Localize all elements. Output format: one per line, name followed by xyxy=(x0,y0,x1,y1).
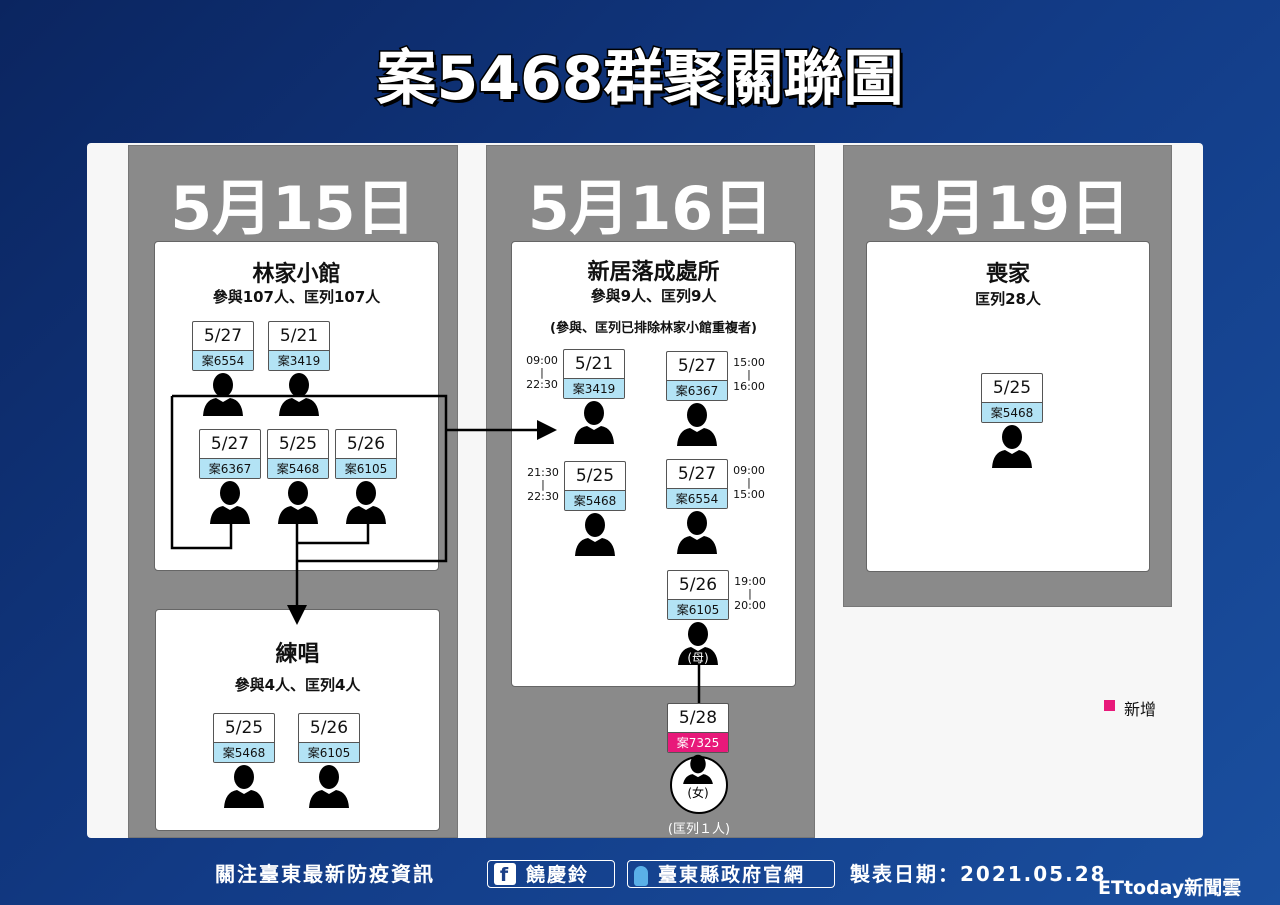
case-date: 5/27 xyxy=(677,464,717,484)
person-icon: (女) xyxy=(677,754,723,801)
case-card: 5/27 案6367 xyxy=(199,429,261,479)
case-number: 案6367 xyxy=(667,380,727,400)
case-date: 5/28 xyxy=(678,708,718,728)
person-icon xyxy=(345,480,387,524)
case-number: 案5468 xyxy=(565,490,625,510)
venue-stats: 匡列28人 xyxy=(975,290,1041,308)
case-date: 5/21 xyxy=(574,354,614,374)
group-frame-line xyxy=(170,394,448,563)
venue-name: 新居落成處所 xyxy=(587,260,720,285)
case-number: 案6105 xyxy=(668,599,728,619)
case-number: 案6105 xyxy=(336,458,396,478)
case-card: 5/26 案6105 xyxy=(335,429,397,479)
relation-tag: (母) xyxy=(687,651,709,665)
case-number: 案6554 xyxy=(193,350,253,370)
column-date: 5月15日 xyxy=(170,174,416,244)
column-date: 5月19日 xyxy=(884,174,1131,244)
case-card: 5/25 案5468 xyxy=(213,713,275,763)
case-card: 5/26 案6105 xyxy=(667,570,729,620)
legend-label: 新增 xyxy=(1124,700,1157,719)
case-number: 案7325 xyxy=(668,732,728,752)
time-range: 19:00|20:00 xyxy=(734,575,766,612)
venue-stats: 參與107人、匡列107人 xyxy=(212,288,381,306)
case-date: 5/25 xyxy=(992,378,1032,398)
case-date: 5/27 xyxy=(677,356,717,376)
relation-tag: (女) xyxy=(677,784,719,801)
case-card: 5/21 案3419 xyxy=(268,321,330,371)
person-icon xyxy=(676,510,718,554)
venue-name: 練唱 xyxy=(275,642,320,667)
case-card: 5/28 案7325 xyxy=(667,703,729,753)
case-date: 5/21 xyxy=(279,326,319,346)
case-date: 5/27 xyxy=(203,326,243,346)
footer-follow: 關注臺東最新防疫資訊 xyxy=(215,862,435,886)
case-number: 案3419 xyxy=(269,350,329,370)
case-card: 5/27 案6554 xyxy=(192,321,254,371)
person-icon xyxy=(574,512,616,556)
person-icon xyxy=(277,480,319,524)
case-card: 5/26 案6105 xyxy=(298,713,360,763)
gov-website-link[interactable]: 臺東縣政府官網 xyxy=(627,860,835,888)
case-card: 5/25 案5468 xyxy=(981,373,1043,423)
venue-name: 林家小館 xyxy=(252,262,341,287)
venue-name: 喪家 xyxy=(985,262,1030,287)
person-icon xyxy=(991,424,1033,468)
case-date: 5/25 xyxy=(278,434,318,454)
brand-logo: ETtoday新聞雲 xyxy=(1098,877,1242,899)
case-card: 5/27 案6554 xyxy=(666,459,728,509)
case-number: 案6554 xyxy=(667,488,727,508)
gov-logo-icon xyxy=(634,865,648,886)
case-card: 5/21 案3419 xyxy=(563,349,625,399)
venue-singing: 練唱 參與4人、匡列4人 xyxy=(155,609,440,831)
time-range: 09:00|22:30 xyxy=(526,354,558,391)
time-range: 09:00|15:00 xyxy=(733,464,765,501)
case-card: 5/25 案5468 xyxy=(267,429,329,479)
case-number: 案5468 xyxy=(982,402,1042,422)
person-icon xyxy=(573,400,615,444)
venue-stats: 參與4人、匡列4人 xyxy=(234,676,361,694)
person-icon xyxy=(202,372,244,416)
legend-swatch xyxy=(1104,700,1115,711)
footer-date: 製表日期：2021.05.28 xyxy=(850,862,1107,886)
case-number: 案3419 xyxy=(564,378,624,398)
case-date: 5/26 xyxy=(346,434,386,454)
case-number: 案6105 xyxy=(299,742,359,762)
case-card: 5/25 案5468 xyxy=(564,461,626,511)
case-date: 5/26 xyxy=(678,575,718,595)
case-number: 案5468 xyxy=(214,742,274,762)
person-icon xyxy=(308,764,350,808)
case-number: 案5468 xyxy=(268,458,328,478)
time-range: 15:00|16:00 xyxy=(733,356,765,393)
case-date: 5/26 xyxy=(309,718,349,738)
venue-stats: 參與9人、匡列9人 xyxy=(590,287,717,305)
case-date: 5/25 xyxy=(224,718,264,738)
person-icon: (母) xyxy=(677,621,719,665)
venue-housewarming: 新居落成處所 參與9人、匡列9人 (參與、匡列已排除林家小館重複者) xyxy=(511,241,796,687)
case-card: 5/27 案6367 xyxy=(666,351,728,401)
column-date: 5月16日 xyxy=(527,174,774,244)
person-icon xyxy=(223,764,265,808)
venue-note: (參與、匡列已排除林家小館重複者) xyxy=(550,321,757,336)
case-date: 5/25 xyxy=(575,466,615,486)
page-title: 案5468群聚關聯圖 xyxy=(375,43,905,116)
facebook-icon: f xyxy=(494,863,516,886)
time-range: 21:30|22:30 xyxy=(527,466,559,503)
person-icon xyxy=(676,402,718,446)
case-date: 5/27 xyxy=(210,434,250,454)
case-number: 案6367 xyxy=(200,458,260,478)
person-icon xyxy=(278,372,320,416)
person-icon xyxy=(209,480,251,524)
quarantine-note: (匡列１人) xyxy=(667,822,731,837)
